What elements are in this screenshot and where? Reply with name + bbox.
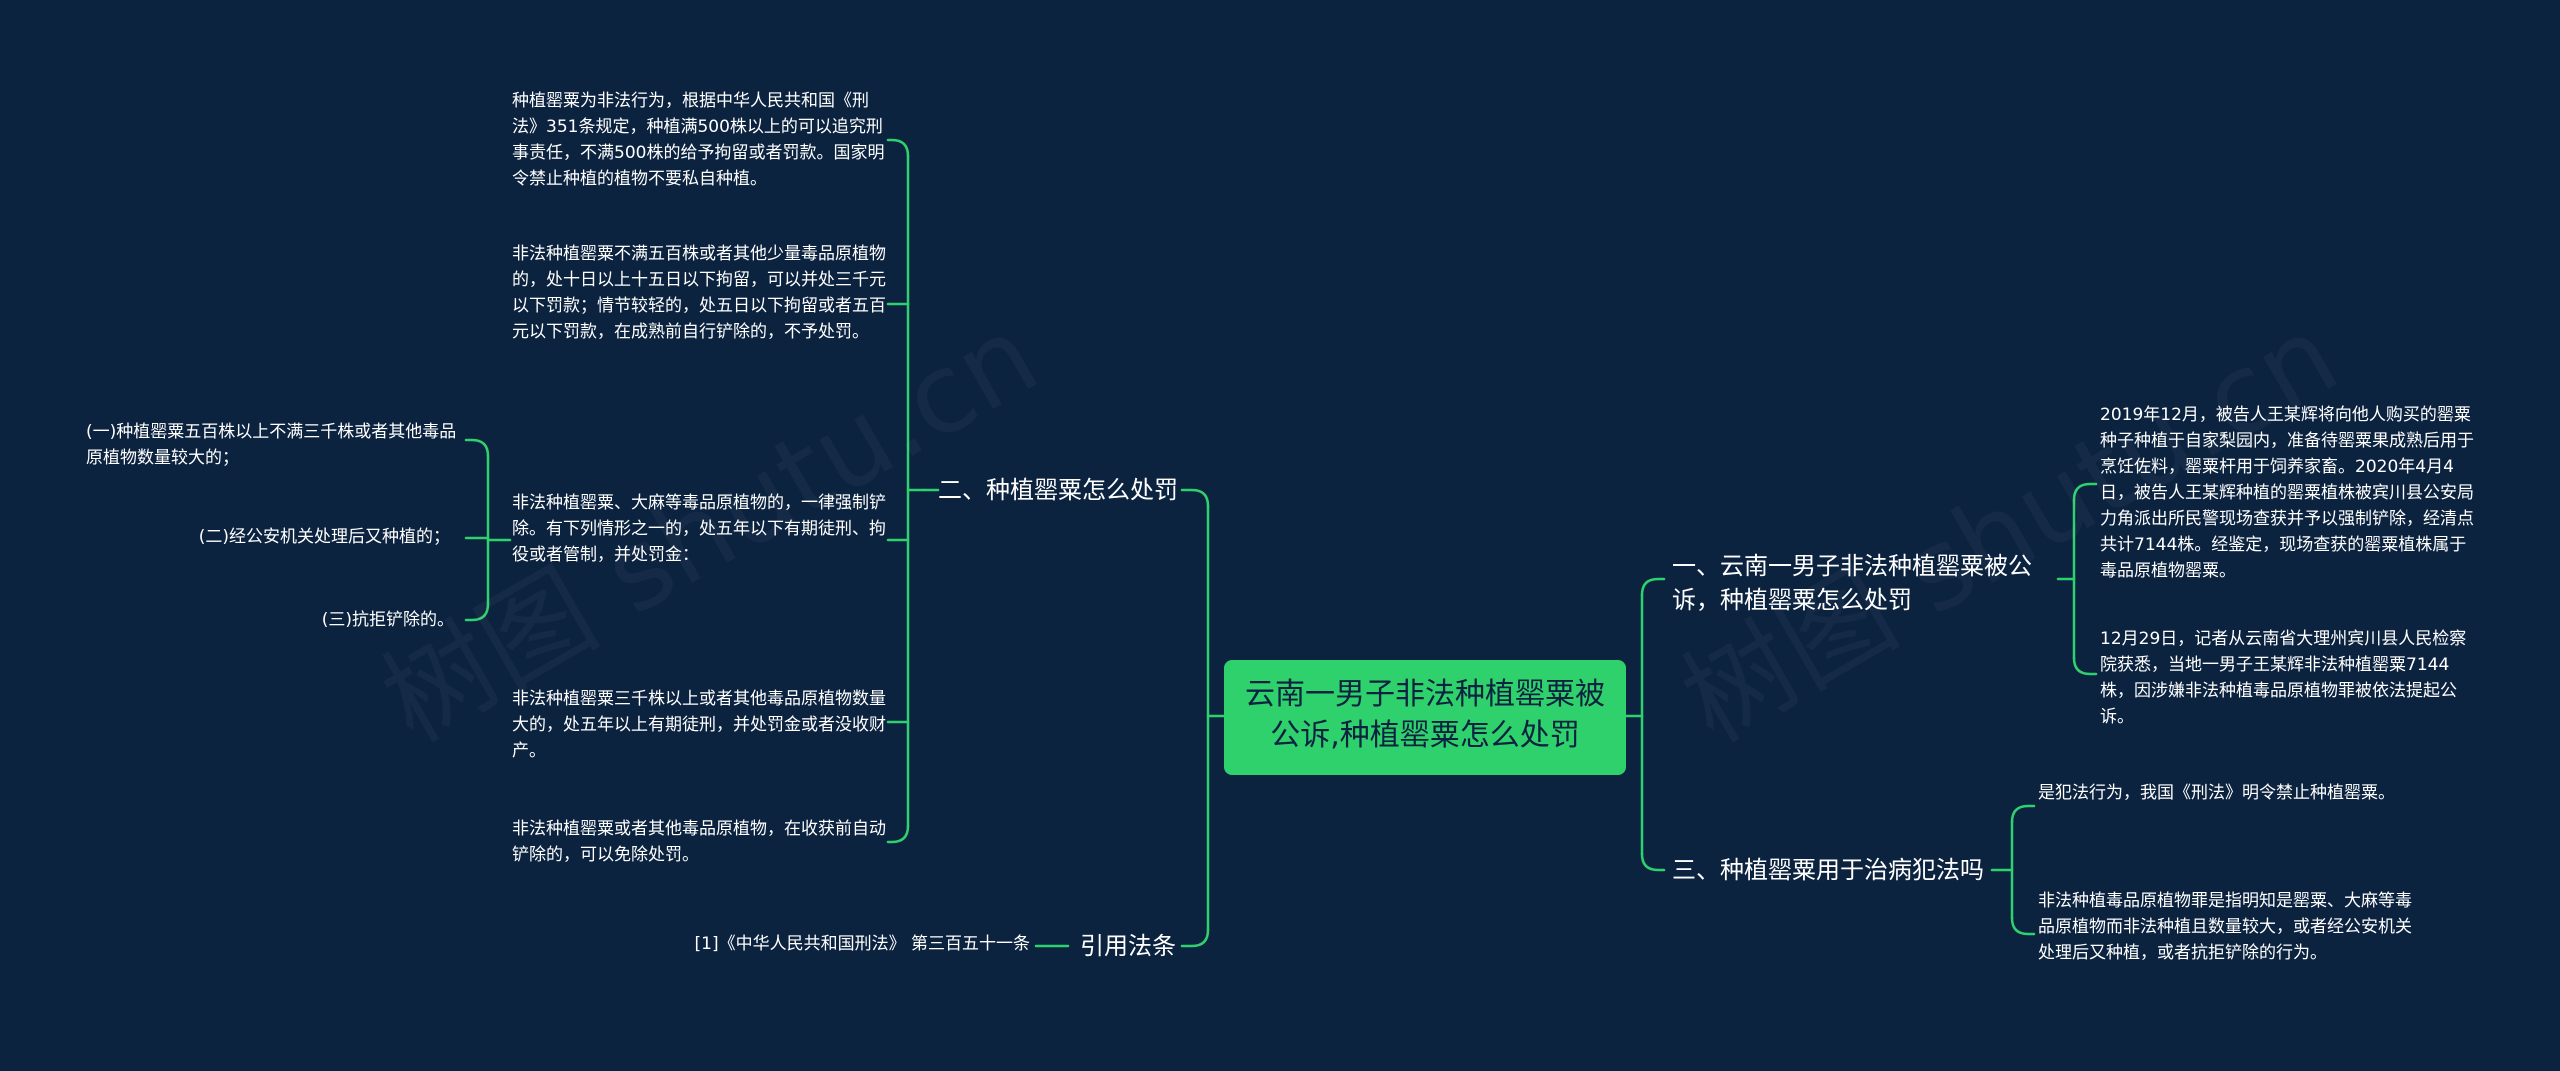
sub-leaf-text: (二)经公安机关处理后又种植的； bbox=[198, 527, 450, 547]
branch-reference[interactable]: 引用法条 bbox=[1080, 929, 1176, 963]
leaf-penalty-2[interactable]: 非法种植罂粟不满五百株或者其他少量毒品原植物的，处十日以上十五日以下拘留，可以并… bbox=[512, 241, 890, 345]
leaf-penalty-5[interactable]: 非法种植罂粟或者其他毒品原植物，在收获前自动铲除的，可以免除处罚。 bbox=[512, 816, 890, 868]
leaf-text: 非法种植罂粟不满五百株或者其他少量毒品原植物的，处十日以上十五日以下拘留，可以并… bbox=[512, 244, 886, 342]
leaf-reference-1[interactable]: [1]《中华人民共和国刑法》 第三百五十一条 bbox=[620, 931, 1030, 957]
sub-leaf-text: (一)种植罂粟五百株以上不满三千株或者其他毒品原植物数量较大的； bbox=[86, 422, 457, 468]
leaf-text: [1]《中华人民共和国刑法》 第三百五十一条 bbox=[694, 934, 1030, 954]
leaf-penalty-3[interactable]: 非法种植罂粟、大麻等毒品原植物的，一律强制铲除。有下列情形之一的，处五年以下有期… bbox=[512, 490, 890, 568]
leaf-text: 非法种植罂粟或者其他毒品原植物，在收获前自动铲除的，可以免除处罚。 bbox=[512, 819, 886, 865]
sub-leaf-2[interactable]: (二)经公安机关处理后又种植的； bbox=[86, 524, 450, 550]
leaf-text: 非法种植毒品原植物罪是指明知是罂粟、大麻等毒品原植物而非法种植且数量较大，或者经… bbox=[2038, 891, 2412, 963]
leaf-text: 2019年12月，被告人王某辉将向他人购买的罂粟种子种植于自家梨园内，准备待罂粟… bbox=[2100, 405, 2474, 581]
leaf-medical-2[interactable]: 非法种植毒品原植物罪是指明知是罂粟、大麻等毒品原植物而非法种植且数量较大，或者经… bbox=[2038, 888, 2414, 966]
branch-penalty[interactable]: 二、种植罂粟怎么处罚 bbox=[938, 473, 1178, 507]
leaf-text: 12月29日，记者从云南省大理州宾川县人民检察院获悉，当地一男子王某辉非法种植罂… bbox=[2100, 629, 2467, 727]
root-topic-label: 云南一男子非法种植罂粟被公诉,种植罂粟怎么处罚 bbox=[1245, 677, 1605, 753]
branch-medical-use-label: 三、种植罂粟用于治病犯法吗 bbox=[1672, 856, 1984, 884]
sub-leaf-3[interactable]: (三)抗拒铲除的。 bbox=[86, 607, 454, 633]
leaf-text: 非法种植罂粟、大麻等毒品原植物的，一律强制铲除。有下列情形之一的，处五年以下有期… bbox=[512, 493, 886, 565]
leaf-case-1[interactable]: 2019年12月，被告人王某辉将向他人购买的罂粟种子种植于自家梨园内，准备待罂粟… bbox=[2100, 402, 2476, 584]
leaf-text: 非法种植罂粟三千株以上或者其他毒品原植物数量大的，处五年以上有期徒刑，并处罚金或… bbox=[512, 689, 886, 761]
root-topic[interactable]: 云南一男子非法种植罂粟被公诉,种植罂粟怎么处罚 bbox=[1224, 660, 1626, 775]
branch-reference-label: 引用法条 bbox=[1080, 932, 1176, 960]
branch-case-label: 一、云南一男子非法种植罂粟被公诉，种植罂粟怎么处罚 bbox=[1672, 552, 2032, 614]
branch-case[interactable]: 一、云南一男子非法种植罂粟被公诉，种植罂粟怎么处罚 bbox=[1672, 549, 2052, 617]
leaf-penalty-4[interactable]: 非法种植罂粟三千株以上或者其他毒品原植物数量大的，处五年以上有期徒刑，并处罚金或… bbox=[512, 686, 890, 764]
leaf-case-2[interactable]: 12月29日，记者从云南省大理州宾川县人民检察院获悉，当地一男子王某辉非法种植罂… bbox=[2100, 626, 2476, 730]
leaf-text: 种植罂粟为非法行为，根据中华人民共和国《刑法》351条规定，种植满500株以上的… bbox=[512, 91, 885, 189]
leaf-text: 是犯法行为，我国《刑法》明令禁止种植罂粟。 bbox=[2038, 783, 2395, 803]
branch-penalty-label: 二、种植罂粟怎么处罚 bbox=[938, 476, 1178, 504]
branch-medical-use[interactable]: 三、种植罂粟用于治病犯法吗 bbox=[1672, 853, 1984, 887]
leaf-penalty-1[interactable]: 种植罂粟为非法行为，根据中华人民共和国《刑法》351条规定，种植满500株以上的… bbox=[512, 88, 890, 192]
sub-leaf-1[interactable]: (一)种植罂粟五百株以上不满三千株或者其他毒品原植物数量较大的； bbox=[86, 419, 466, 471]
leaf-medical-1[interactable]: 是犯法行为，我国《刑法》明令禁止种植罂粟。 bbox=[2038, 780, 2414, 806]
sub-leaf-text: (三)抗拒铲除的。 bbox=[321, 610, 454, 630]
